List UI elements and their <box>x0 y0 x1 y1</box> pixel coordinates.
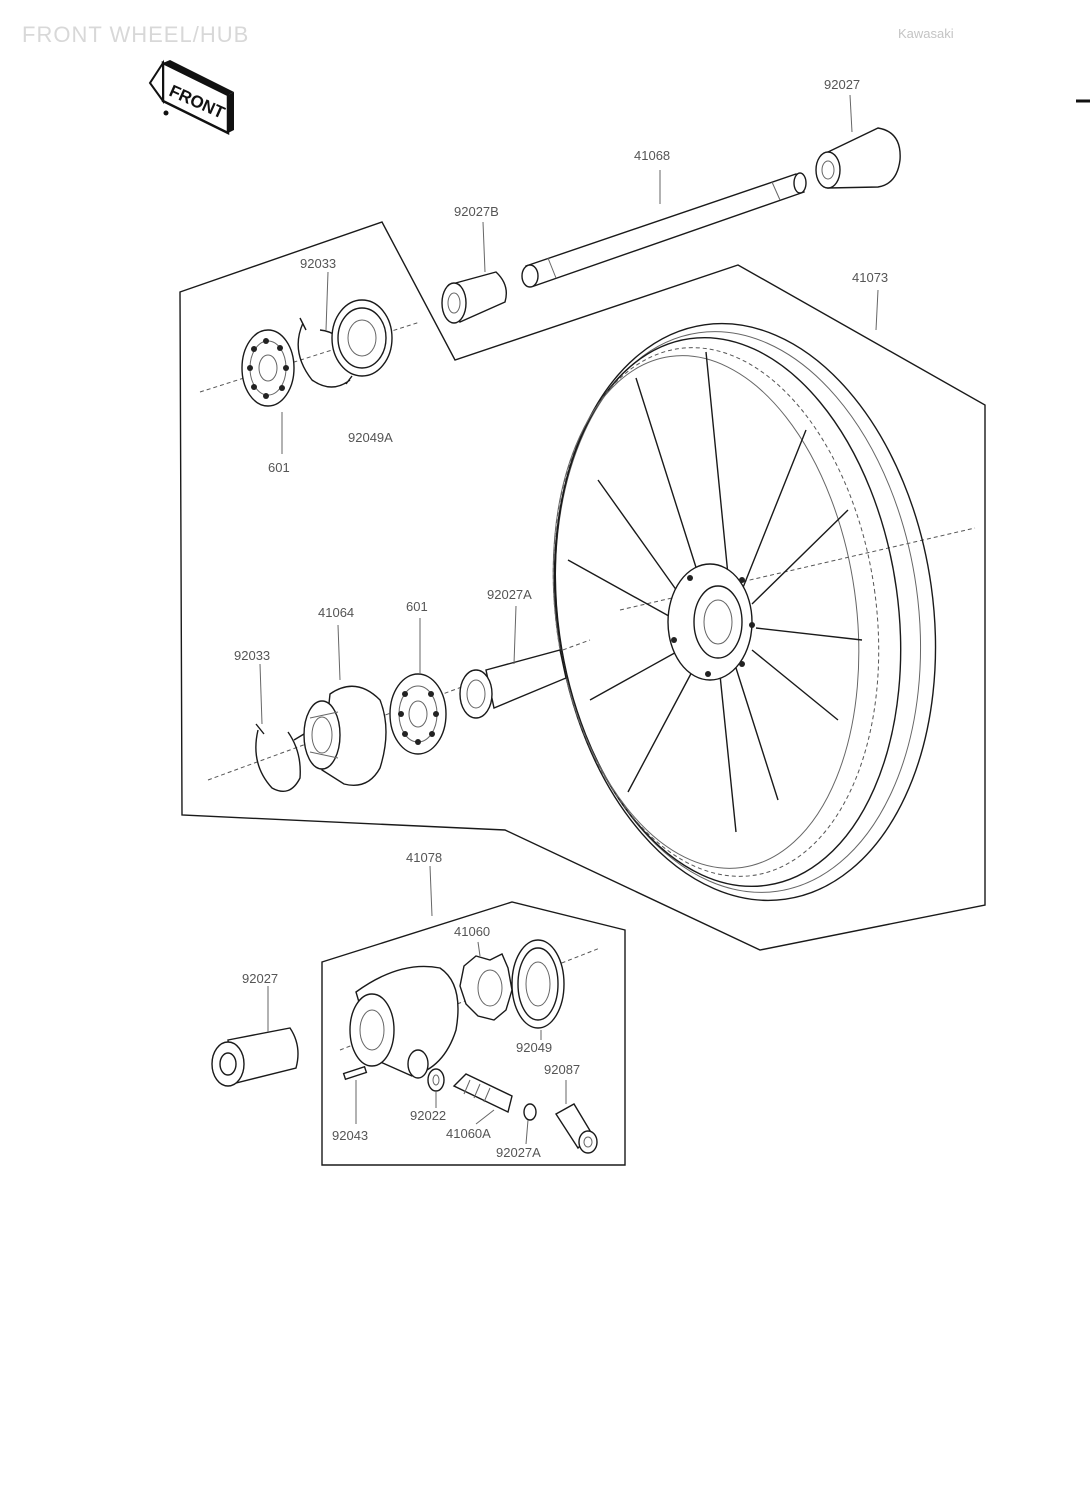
gear-housing <box>349 965 459 1079</box>
label-41060a-pinion: 41060A <box>446 1126 491 1141</box>
gear-housing-outline <box>321 901 626 1166</box>
label-92022-washer: 92022 <box>410 1108 446 1123</box>
collar-bottom-left <box>211 1027 299 1087</box>
coupling <box>303 685 387 786</box>
label-41064-coupling: 41064 <box>318 605 354 620</box>
page-code: Kawasaki <box>898 26 954 41</box>
seal-bottom <box>511 939 565 1029</box>
page-title: FRONT WHEEL/HUB <box>22 22 250 47</box>
label-92043-pin: 92043 <box>332 1128 368 1143</box>
oil-seal-top <box>331 299 393 377</box>
pin <box>342 1065 368 1081</box>
label-92027-collar-bottom: 92027 <box>242 971 278 986</box>
label-92027a-collar: 92027A <box>487 587 532 602</box>
label-41060-drive-gear: 41060 <box>454 924 490 939</box>
label-92033-circlip-top: 92033 <box>300 256 336 271</box>
label-41068-axle: 41068 <box>634 148 670 163</box>
bushing <box>555 1103 598 1154</box>
axle-collar-right <box>815 127 901 189</box>
circlip-top <box>297 317 353 388</box>
main-assembly-outline <box>179 221 986 951</box>
collar-a-mid <box>459 649 567 719</box>
front-badge: FRONT <box>148 59 234 136</box>
label-92087-bushing: 92087 <box>544 1062 580 1077</box>
label-601-bearing-top: 601 <box>268 460 290 475</box>
part-labels: 92027 41068 92027B 92033 41073 92049A 60… <box>234 77 888 1160</box>
drive-gear <box>459 953 513 1021</box>
washer <box>427 1068 445 1092</box>
label-92049a-oil-seal: 92049A <box>348 430 393 445</box>
label-92049-seal: 92049 <box>516 1040 552 1055</box>
label-92027b-collar: 92027B <box>454 204 499 219</box>
leader-lines <box>259 94 879 1145</box>
label-92027a-collar-bottom: 92027A <box>496 1145 541 1160</box>
axis-line-wheel <box>619 527 976 611</box>
collar-b <box>441 271 508 324</box>
circlip-mid <box>255 723 305 792</box>
bearing-top <box>241 329 295 407</box>
label-601-bearing-mid: 601 <box>406 599 428 614</box>
axle-shaft <box>521 172 807 288</box>
label-92027-axle-collar: 92027 <box>824 77 860 92</box>
label-41073-wheel: 41073 <box>852 270 888 285</box>
pinion-gear <box>452 1073 537 1121</box>
label-92033-circlip-mid: 92033 <box>234 648 270 663</box>
bearing-mid <box>389 673 447 755</box>
cast-wheel <box>552 322 937 902</box>
label-41078-gear-housing: 41078 <box>406 850 442 865</box>
